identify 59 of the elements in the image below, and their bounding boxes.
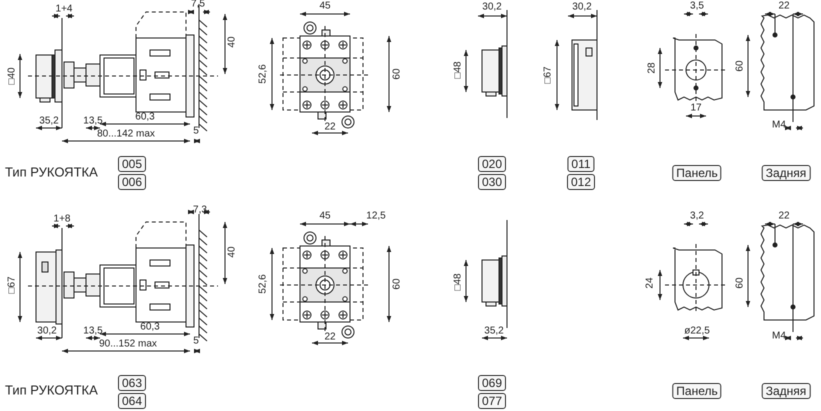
dimension-label: □40 <box>6 67 18 85</box>
dimension-label: 40 <box>226 246 238 258</box>
dimension-label: 60 <box>392 278 402 290</box>
type-code-tag: 069 <box>478 375 506 391</box>
dimension-label: 28 <box>646 62 658 74</box>
type-code-tag: 005 <box>118 156 146 172</box>
dimension-label: ø22,5 <box>684 326 710 336</box>
dimension-label: 12,5 <box>366 210 386 222</box>
dimension-label: 24 <box>644 277 656 289</box>
type-code-tag: 077 <box>478 393 506 409</box>
dimension-label: 30,2 <box>482 2 502 12</box>
dimension-label: 60 <box>392 68 402 80</box>
dimension-label: 60 <box>734 60 746 72</box>
type-caption: Тип РУКОЯТКА <box>5 164 98 180</box>
dimension-label: 52,6 <box>258 274 268 294</box>
dimension-label: 40 <box>226 36 238 48</box>
type-code-tag: 020 <box>478 156 506 172</box>
dimension-label: 52,6 <box>258 64 268 84</box>
dimension-label: 3,5 <box>690 0 704 12</box>
type-code-tag: 012 <box>566 174 596 190</box>
type-code-tag: 063 <box>118 375 146 391</box>
type-code-tag: 011 <box>567 156 595 172</box>
dimension-label: 80...142 max <box>97 128 155 140</box>
dimension-label: 60 <box>734 277 746 289</box>
dimension-label: □48 <box>452 273 464 291</box>
dimension-label: 13,5 <box>83 116 103 126</box>
dimension-label: 22 <box>778 210 790 222</box>
dimension-label: □67 <box>542 66 554 84</box>
dimension-label: 30,2 <box>572 2 592 12</box>
dimension-label: 60,3 <box>140 322 160 332</box>
dimension-label: 17 <box>690 102 702 114</box>
type-code-tag: 006 <box>118 174 146 190</box>
mounting-type-tag: Задняя <box>762 165 810 181</box>
dimension-label: 13,5 <box>83 326 103 336</box>
dimension-label: 1+8 <box>54 214 70 224</box>
dimension-label: M4 <box>772 330 786 342</box>
dimension-label: 60,3 <box>135 112 155 122</box>
dimension-label: □67 <box>6 276 18 294</box>
dimension-label: M4 <box>772 120 786 130</box>
type-code-tag: 064 <box>118 393 146 409</box>
dimension-label: 3,2 <box>690 210 704 222</box>
dimension-label: □48 <box>452 61 464 79</box>
dimension-label: 5 <box>193 336 199 346</box>
type-caption: Тип РУКОЯТКА <box>5 382 98 398</box>
dimension-label: 30,2 <box>37 326 57 336</box>
dimension-label: 22 <box>324 332 336 342</box>
mounting-type-tag: Панель <box>672 383 722 399</box>
dimension-label: 45 <box>319 0 331 12</box>
dimension-label: 5 <box>193 126 199 136</box>
type-code-tag: 030 <box>478 174 506 190</box>
dimension-label: 1+4 <box>56 4 72 14</box>
dimension-label: 90...152 max <box>99 338 157 350</box>
mounting-type-tag: Панель <box>672 165 722 181</box>
dimension-label: 22 <box>324 122 336 132</box>
mounting-type-tag: Задняя <box>762 383 810 399</box>
dimension-label: 22 <box>778 0 790 12</box>
dimension-label: 35,2 <box>484 326 504 336</box>
dimension-label: 35,2 <box>39 116 59 126</box>
dimension-label: 45 <box>319 210 331 222</box>
